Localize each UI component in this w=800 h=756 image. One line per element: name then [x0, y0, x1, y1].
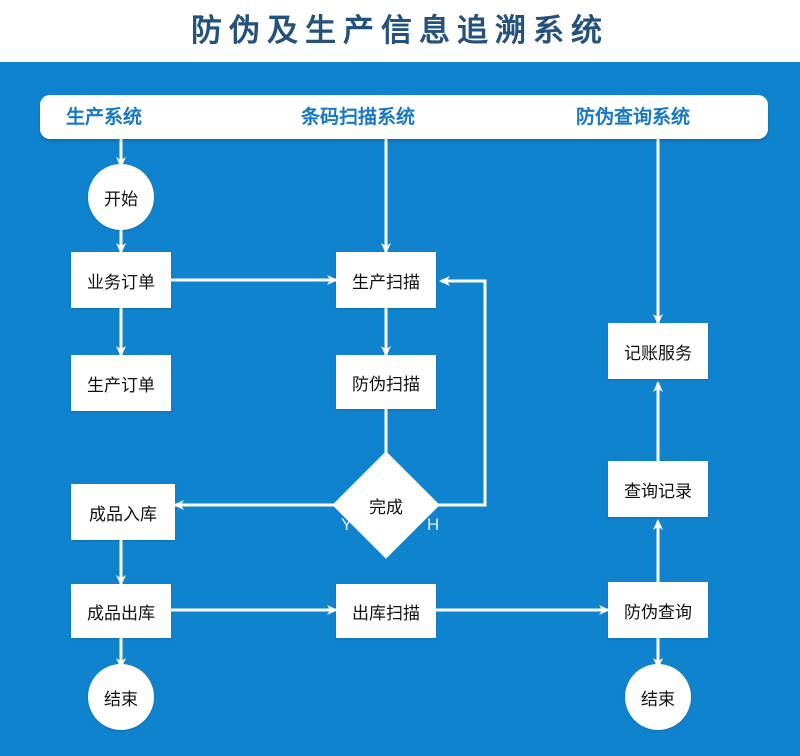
- node-end-right[interactable]: 结束: [625, 664, 691, 730]
- swimlane-label-production: 生产系统: [66, 106, 143, 128]
- node-antifake-scan[interactable]: 防伪扫描: [336, 355, 436, 409]
- node-start-left[interactable]: 开始: [88, 164, 154, 230]
- swimlane-header-bar: 生产系统 条码扫描系统 防伪查询系统: [40, 95, 768, 139]
- swimlane-label-antifake-query: 防伪查询系统: [576, 106, 691, 128]
- node-production-order[interactable]: 生产订单: [71, 355, 171, 411]
- title-bar: 防伪及生产信息追溯系统: [0, 0, 800, 62]
- node-query-record[interactable]: 查询记录: [608, 461, 708, 517]
- node-goods-out[interactable]: 成品出库: [71, 584, 171, 638]
- node-goods-in[interactable]: 成品入库: [71, 484, 175, 540]
- node-complete-label: 完成: [369, 497, 403, 518]
- node-antifake-query[interactable]: 防伪查询: [608, 582, 708, 638]
- swimlane-label-barcode-scan: 条码扫描系统: [301, 106, 416, 128]
- node-complete-decision[interactable]: 完成: [332, 451, 440, 559]
- node-outbound-scan[interactable]: 出库扫描: [336, 584, 436, 638]
- branch-label-yes: Y: [341, 515, 353, 534]
- branch-label-no: H: [427, 515, 440, 534]
- page-title: 防伪及生产信息追溯系统: [191, 13, 609, 49]
- node-business-order[interactable]: 业务订单: [71, 252, 171, 308]
- node-ledger-service[interactable]: 记账服务: [608, 323, 708, 379]
- node-production-scan[interactable]: 生产扫描: [336, 252, 436, 308]
- node-end-left[interactable]: 结束: [88, 664, 154, 730]
